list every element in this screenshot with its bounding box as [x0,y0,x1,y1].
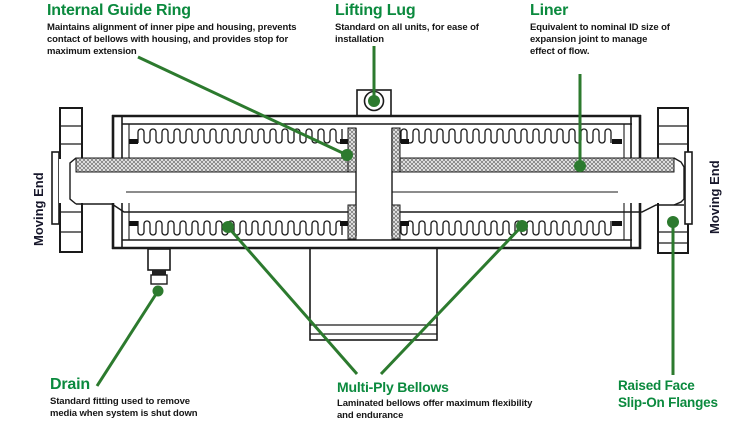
raised-face-flanges-title: Raised Face Slip-On Flanges [618,378,718,410]
leader-drain [95,290,160,387]
leader-internal-guide-ring [137,55,348,157]
internal-guide-ring-title: Internal Guide Ring [47,2,191,19]
multi-ply-bellows-description: Laminated bellows offer maximum flexibil… [337,398,533,421]
leader-bellows-left [226,226,359,375]
liner-right [391,157,675,173]
bellows-top-left [137,128,343,144]
leader-bellows-right [379,224,524,376]
callout-drain: Drain Standard fitting used to remove me… [50,376,250,420]
lifting-lug-title: Lifting Lug [335,2,416,19]
callout-internal-guide-ring: Internal Guide Ring Maintains alignment … [47,2,337,58]
bellows-bottom-left [137,220,343,236]
lifting-lug-description: Standard on all units, for ease of insta… [335,22,479,45]
support-pedestal [309,247,438,341]
bellows-bottom-right [400,220,612,236]
internal-guide-rings [347,127,401,240]
bellows-end-collars [129,139,622,226]
drain-fitting [147,248,171,285]
bellows-convolutions [137,128,612,236]
inner-pipe-and-liner [59,127,685,240]
internal-guide-ring-description: Maintains alignment of inner pipe and ho… [47,22,297,57]
callout-raised-face-flanges: Raised Face Slip-On Flanges [618,377,743,411]
right-raised-face [684,151,693,225]
drain-description: Standard fitting used to remove media wh… [50,396,198,419]
liner-title: Liner [530,2,569,19]
moving-end-label-left: Moving End [31,172,46,246]
bellows-top-right [400,128,612,144]
liner-description: Equivalent to nominal ID size of expansi… [530,22,670,57]
moving-end-label-right: Moving End [707,160,722,234]
leader-lines [95,46,679,387]
multi-ply-bellows-title: Multi-Ply Bellows [337,379,449,395]
callout-lifting-lug: Lifting Lug Standard on all units, for e… [335,2,520,46]
callout-liner: Liner Equivalent to nominal ID size of e… [530,2,720,58]
drain-title: Drain [50,376,90,393]
callout-multi-ply-bellows: Multi-Ply Bellows Laminated bellows offe… [337,380,587,422]
liner-left [75,157,357,173]
left-raised-face [51,151,60,225]
